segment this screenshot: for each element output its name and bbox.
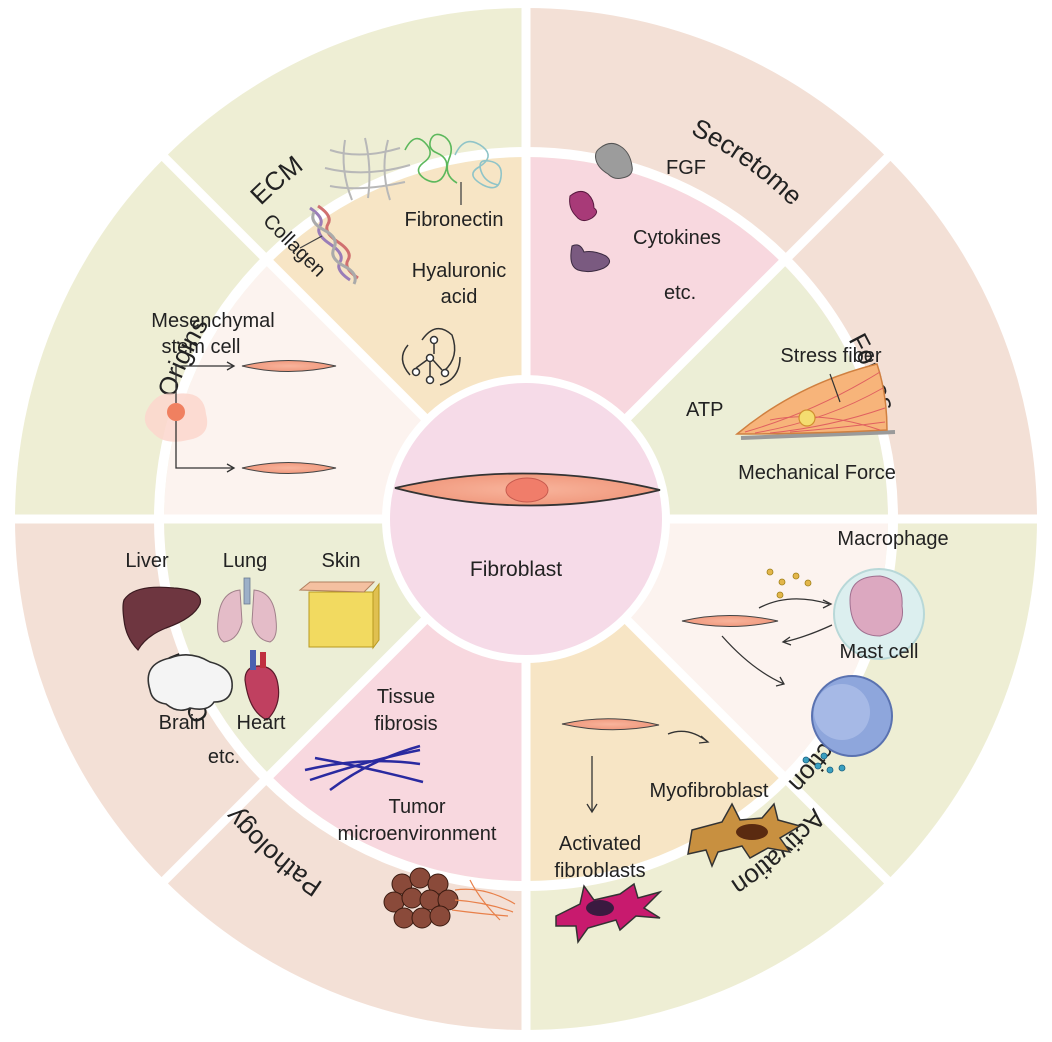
activation-label-fibroblasts: fibroblasts — [554, 860, 645, 882]
fibronectin-blue-icon — [454, 140, 503, 189]
stem-cell-nucleus-icon — [167, 403, 185, 421]
fibroblast-cell-icon — [241, 462, 337, 474]
activation-content: Myofibroblast Activated fibroblasts — [554, 718, 802, 944]
mast-cell-granules-icon — [802, 752, 846, 774]
fibroblast-cell-icon — [561, 718, 660, 731]
origins-content: Mesenchymal stem cell — [144, 310, 337, 474]
interaction-content: Macrophage Mast cell — [681, 528, 949, 774]
organ-content: Liver Lung Skin Brain Heart etc. — [122, 550, 380, 768]
forces-label-stress-fiber: Stress fiber — [780, 345, 881, 367]
organ-label-brain: Brain — [159, 712, 206, 734]
fgf-molecule-icon — [595, 142, 633, 179]
secretome-label-cytokines: Cytokines — [633, 227, 721, 249]
interaction-label-mast-cell: Mast cell — [840, 641, 919, 663]
activated-nucleus-icon — [586, 900, 614, 916]
fibrosis-fibers-icon — [304, 744, 424, 792]
organ-label-skin: Skin — [322, 550, 361, 572]
secretome-content: FGF Cytokines etc. — [569, 142, 721, 304]
organ-label-lung: Lung — [223, 550, 268, 572]
myofibroblast-nucleus-icon — [736, 824, 768, 840]
differentiation-arrow-top — [175, 365, 233, 403]
ecm-label-acid: acid — [441, 286, 478, 308]
collagen-mesh-icon — [324, 137, 411, 201]
stressed-cell-icon — [734, 363, 888, 435]
collagen-helix-icon — [309, 204, 359, 285]
center-hub: Fibroblast — [382, 375, 670, 663]
ecm-label-hyaluronic: Hyaluronic — [412, 260, 506, 282]
arrow-to-macrophage — [758, 598, 830, 609]
heart-icon — [244, 650, 280, 721]
pathology-label-fibrosis: fibrosis — [374, 713, 437, 735]
skin-block-icon — [298, 581, 380, 650]
ring-gap — [154, 147, 898, 891]
forces-content: Stress fiber ATP Mechanical Force — [686, 345, 896, 484]
organ-label-heart: Heart — [237, 712, 286, 734]
cytokine-molecule-icon-2 — [570, 244, 610, 273]
cell-nucleus-icon — [798, 409, 816, 427]
fibronectin-green-icon — [404, 133, 458, 184]
stress-fibers-icon — [744, 371, 886, 434]
origins-label-stem-cell: stem cell — [162, 336, 241, 358]
pathology-content: Tissue fibrosis Tumor microenvironment — [304, 686, 516, 929]
forces-label-atp: ATP — [686, 399, 723, 421]
activation-label-activated: Activated — [559, 833, 641, 855]
organ-label-liver: Liver — [125, 550, 169, 572]
tumor-cluster-icon — [383, 867, 459, 929]
interaction-label-macrophage: Macrophage — [837, 528, 948, 550]
secretome-label-etc: etc. — [664, 282, 696, 304]
cytokine-molecule-icon-1 — [569, 190, 598, 222]
cell-nucleus-icon — [505, 477, 549, 503]
forces-label-mechanical-force: Mechanical Force — [738, 462, 896, 484]
brain-icon — [147, 654, 233, 712]
pathology-label-microenvironment: microenvironment — [338, 823, 497, 845]
pathology-label-tissue: Tissue — [377, 686, 435, 708]
arrow-to-mast-cell — [721, 635, 785, 685]
fibroblast-cell-icon — [681, 615, 779, 627]
fibroblast-cell-icon — [241, 360, 337, 372]
ecm-label-fibronectin: Fibronectin — [405, 209, 504, 231]
origins-label-mesenchymal: Mesenchymal — [151, 310, 274, 332]
macrophage-nucleus-icon — [849, 575, 904, 637]
pathology-label-tumor: Tumor — [388, 796, 445, 818]
hyaluronic-acid-icon — [401, 327, 461, 386]
arrow-from-macrophage — [783, 624, 833, 643]
organ-label-etc: etc. — [208, 746, 240, 768]
tumor-stroma-fibers-icon — [451, 879, 516, 921]
secreted-dots-icon — [766, 568, 812, 599]
center-label: Fibroblast — [470, 558, 562, 581]
liver-icon — [122, 586, 202, 651]
center-circle — [382, 375, 670, 663]
lung-icon — [217, 577, 277, 643]
substrate-line — [740, 430, 896, 440]
activation-label-myofibroblast: Myofibroblast — [650, 780, 769, 802]
differentiation-arrow-bottom — [175, 421, 233, 469]
secretome-label-fgf: FGF — [666, 157, 706, 179]
